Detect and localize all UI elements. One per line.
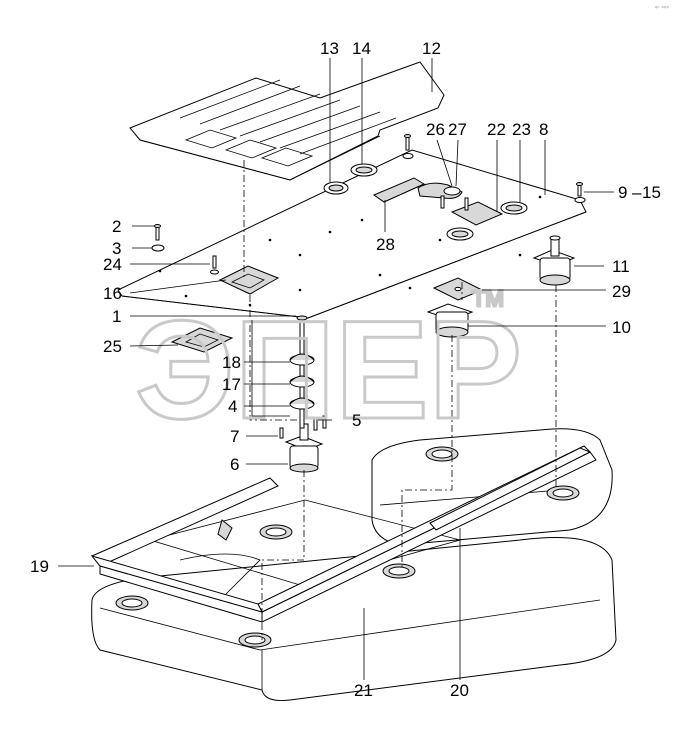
callout-29: 29 xyxy=(612,282,631,301)
mount-11 xyxy=(532,235,576,286)
pad-25 xyxy=(170,327,234,353)
callout-21: 21 xyxy=(354,681,373,700)
callout-3: 3 xyxy=(112,239,121,258)
bolts xyxy=(151,134,586,439)
callout-11: 11 xyxy=(612,257,630,276)
callout-24: 24 xyxy=(103,255,122,274)
callout-dash: – xyxy=(632,183,642,202)
mount-6 xyxy=(284,423,324,473)
callout-10: 10 xyxy=(612,318,631,337)
callout-18: 18 xyxy=(222,353,241,372)
callout-17: 17 xyxy=(222,375,241,394)
callout-9: 9 xyxy=(618,183,627,202)
watermark-text: ЭПЕР xyxy=(135,291,522,448)
callout-22: 22 xyxy=(487,120,506,139)
callout-4: 4 xyxy=(228,397,237,416)
corner-mark: ᵍᶜ ᵃᵖᵖ xyxy=(655,5,669,12)
watermark-trademark: TM xyxy=(472,286,504,311)
callout-2: 2 xyxy=(112,217,121,236)
callout-27: 27 xyxy=(448,120,467,139)
cross-beams xyxy=(90,445,597,623)
callout-12: 12 xyxy=(422,39,441,58)
callout-23: 23 xyxy=(512,120,531,139)
callout-26: 26 xyxy=(426,120,445,139)
callout-5: 5 xyxy=(352,411,361,430)
callout-14: 14 xyxy=(352,39,371,58)
callout-labels: 13 14 12 26 27 22 23 8 9 – 15 28 2 3 24 … xyxy=(30,39,661,700)
callout-7: 7 xyxy=(230,427,239,446)
callout-15: 15 xyxy=(642,183,661,202)
callout-1: 1 xyxy=(112,307,121,326)
callout-20: 20 xyxy=(450,681,469,700)
leader-lines xyxy=(58,58,614,680)
cab-base-frame xyxy=(91,428,617,701)
callout-6: 6 xyxy=(230,455,239,474)
callout-19: 19 xyxy=(30,557,49,576)
callout-13: 13 xyxy=(320,39,339,58)
callout-16: 16 xyxy=(103,284,122,303)
watermark: ЭПЕР TM xyxy=(134,285,524,450)
callout-25: 25 xyxy=(103,337,122,356)
alignment-lines xyxy=(243,160,557,640)
washers-stack xyxy=(289,315,315,429)
callout-28: 28 xyxy=(376,235,395,254)
callout-8: 8 xyxy=(539,120,548,139)
mount-10 xyxy=(426,277,484,338)
